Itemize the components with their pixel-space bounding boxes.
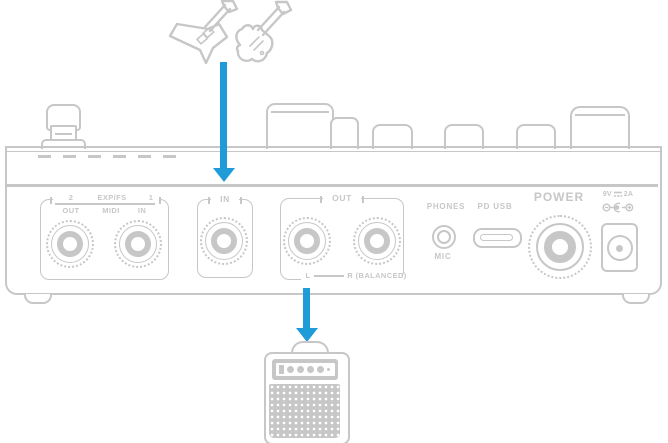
amp-control-panel — [272, 359, 338, 380]
bracket-tick — [50, 197, 52, 204]
phones-mic-jack — [432, 225, 456, 249]
guitar-amplifier-icon — [264, 352, 350, 443]
bracket-tick — [362, 196, 364, 203]
dc-voltage: 9V — [602, 190, 612, 198]
output-l-label: L — [305, 271, 311, 280]
center-negative-polarity-icon — [602, 202, 634, 213]
footswitch-base — [41, 139, 86, 149]
flying-v-guitar-icon — [168, 0, 239, 65]
output-arrow-head — [295, 328, 318, 342]
dc-in-jack — [601, 223, 638, 272]
amp-input-jack — [327, 368, 330, 371]
usb-c-port — [473, 228, 522, 248]
amp-knob — [287, 366, 294, 373]
output-r-jack — [353, 217, 401, 265]
electric-guitar-icon — [235, 0, 293, 63]
output-label: OUT — [332, 193, 352, 203]
exp-fs-midi-group-box: 2 EXP/FS 1 OUT MIDI IN — [40, 193, 169, 280]
knob-icon — [266, 103, 334, 149]
amp-knob — [307, 366, 314, 373]
midi-label: MIDI — [102, 206, 120, 215]
knob-icon — [516, 124, 556, 149]
input-arrow-head — [212, 168, 235, 182]
midi-out-jack — [46, 220, 94, 268]
power-button — [528, 215, 592, 279]
amp-switch — [279, 365, 284, 374]
bracket-tick — [320, 196, 322, 203]
output-r-balanced-label: R (BALANCED) — [347, 271, 407, 280]
top-edge-line — [5, 146, 660, 148]
vent-slots — [38, 155, 188, 158]
input-jack — [200, 217, 248, 265]
jack-knurl — [46, 220, 94, 268]
jack-knurl — [200, 217, 248, 265]
dc-rating-label: 9V 2A — [603, 190, 633, 198]
output-l-jack — [283, 217, 331, 265]
direct-current-symbol-icon — [613, 191, 623, 197]
jack-knurl — [283, 217, 331, 265]
amp-knob — [317, 366, 324, 373]
jack-knurl — [353, 217, 401, 265]
rubber-foot — [622, 293, 650, 304]
power-label: POWER — [533, 190, 585, 204]
knob-icon — [444, 124, 484, 149]
exp-fs-label: EXP/FS — [97, 193, 127, 202]
knob-icon — [330, 117, 359, 149]
pedal-rear-panel — [5, 146, 662, 295]
label-rule — [55, 203, 155, 205]
bracket-tick — [159, 197, 161, 204]
midi-in-jack — [114, 220, 162, 268]
output-down-arrow-icon — [303, 288, 310, 330]
label-rule — [314, 275, 344, 277]
bracket-tick — [240, 197, 242, 204]
input-down-arrow-icon — [220, 62, 227, 170]
amp-handle — [291, 341, 329, 357]
dc-current: 2A — [623, 190, 634, 198]
knob-icon — [372, 124, 413, 149]
phones-label: PHONES — [426, 202, 466, 211]
knob-icon — [570, 106, 630, 149]
mic-label: MIC — [434, 252, 452, 261]
input-group-box: IN — [197, 194, 253, 278]
jack-knurl — [114, 220, 162, 268]
panel-face-edge — [5, 184, 658, 187]
exp-fs-label-1: 1 — [148, 193, 154, 202]
pd-usb-label: PD USB — [477, 202, 513, 211]
input-label: IN — [220, 194, 230, 204]
guitars-illustration — [168, 0, 293, 65]
midi-out-label: OUT — [62, 206, 80, 215]
bracket-tick — [208, 197, 210, 204]
output-group-box: OUT L R (BALANCED) — [280, 193, 407, 281]
rubber-foot — [24, 293, 52, 304]
amp-grille — [269, 384, 340, 438]
top-edge-line-2 — [5, 150, 660, 152]
amp-control-strip — [276, 363, 335, 376]
power-knurl — [528, 215, 592, 279]
midi-in-label: IN — [137, 206, 147, 215]
amp-knob — [297, 366, 304, 373]
exp-fs-label-2: 2 — [68, 193, 74, 202]
